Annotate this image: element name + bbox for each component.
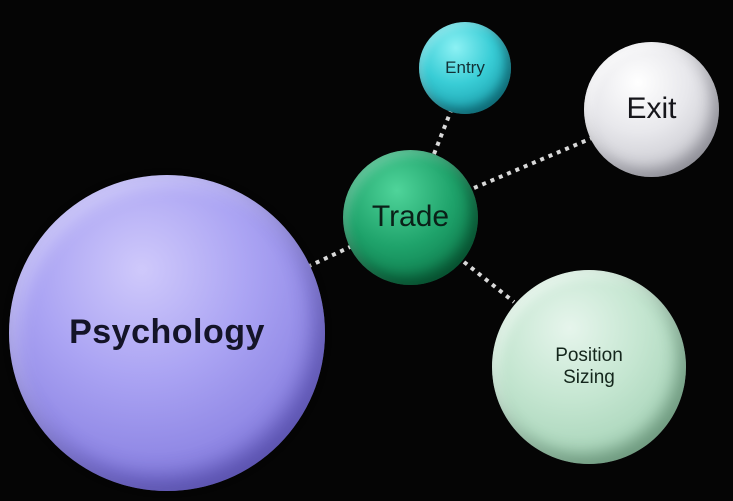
connector-trade-entry [432,107,454,155]
psychology-node: Psychology [9,175,325,491]
trade-node: Trade [343,150,478,285]
psychology-label: Psychology [69,313,265,352]
position-sizing-node: Position Sizing [492,270,686,464]
trade-label: Trade [371,200,450,234]
exit-node: Exit [584,42,719,177]
connector-trade-position-sizing [462,260,516,304]
entry-node: Entry [419,22,511,114]
connector-trade-exit [473,136,593,190]
entry-label: Entry [445,58,485,78]
position-sizing-label: Position Sizing [555,345,623,388]
exit-label: Exit [626,92,677,126]
connector-trade-psychology [304,244,353,270]
